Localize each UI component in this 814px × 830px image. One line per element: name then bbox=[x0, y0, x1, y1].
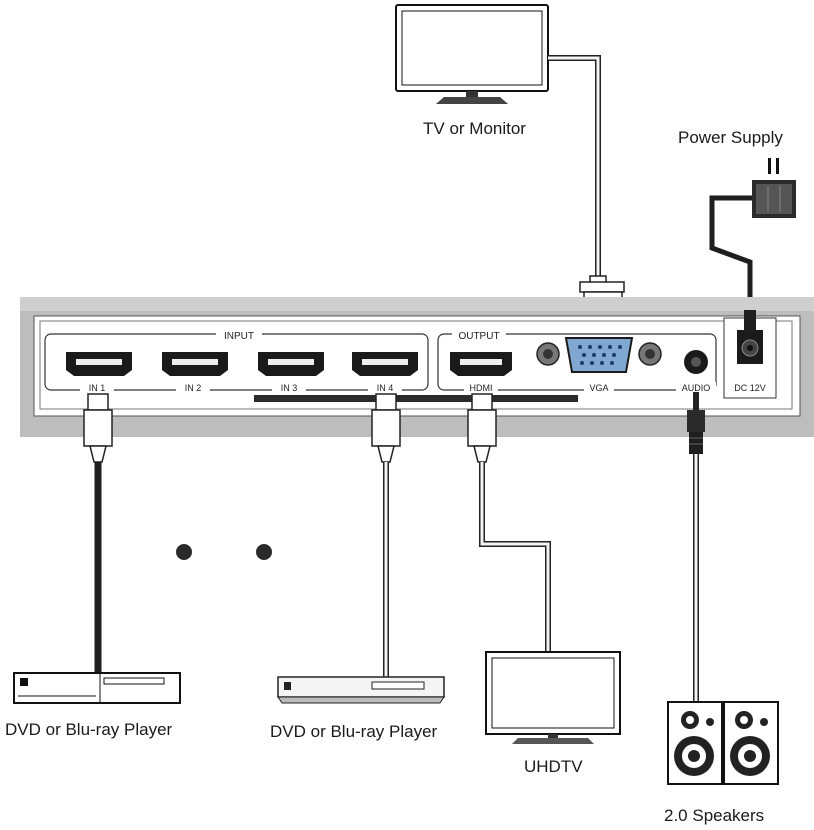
hdmi-in-4-port[interactable] bbox=[352, 352, 418, 376]
dvd-player-2-icon bbox=[277, 676, 445, 704]
vga-out-port[interactable] bbox=[536, 337, 662, 373]
vga-cable bbox=[548, 55, 625, 327]
tv-monitor-icon bbox=[395, 4, 549, 104]
uhdtv-label: UHDTV bbox=[524, 757, 583, 776]
uhdtv-icon bbox=[485, 651, 621, 744]
hdmi-out-port[interactable] bbox=[450, 352, 512, 376]
dc-12v-label: DC 12V bbox=[734, 383, 766, 393]
dvd-player-2-label: DVD or Blu-ray Player bbox=[270, 722, 438, 741]
panel-dot bbox=[256, 544, 272, 560]
hdmi-in-2-port[interactable] bbox=[162, 352, 228, 376]
speakers-label: 2.0 Speakers bbox=[664, 806, 765, 825]
panel-dot bbox=[176, 544, 192, 560]
vga-label: VGA bbox=[589, 383, 608, 393]
power-cable bbox=[709, 195, 753, 316]
audio-out-jack[interactable] bbox=[684, 350, 708, 374]
audio-plug bbox=[687, 392, 705, 454]
dvd-player-1-icon bbox=[13, 672, 181, 704]
audio-label: AUDIO bbox=[682, 383, 711, 393]
speaker-left-icon bbox=[667, 701, 723, 785]
hdmi-plug-in-4 bbox=[371, 393, 401, 463]
power-supply-label: Power Supply bbox=[678, 128, 783, 147]
output-group-label: OUTPUT bbox=[458, 331, 499, 342]
hdmi-out-label: HDMI bbox=[470, 383, 493, 393]
hdmi-in-3-port[interactable] bbox=[258, 352, 324, 376]
speaker-right-icon bbox=[723, 701, 779, 785]
tv-monitor-label: TV or Monitor bbox=[423, 119, 526, 138]
in-3-label: IN 3 bbox=[281, 383, 298, 393]
dvd-player-1-label: DVD or Blu-ray Player bbox=[5, 720, 173, 739]
in-2-label: IN 2 bbox=[185, 383, 202, 393]
in-1-label: IN 1 bbox=[89, 383, 106, 393]
power-adapter-icon bbox=[752, 158, 796, 218]
in-4-label: IN 4 bbox=[377, 383, 394, 393]
dc-power-jack[interactable] bbox=[737, 310, 763, 364]
hdmi-plug-in-1 bbox=[83, 393, 113, 463]
hdmi-in-1-port[interactable] bbox=[66, 352, 132, 376]
input-group-label: INPUT bbox=[224, 331, 254, 342]
hdmi-cable-out bbox=[479, 462, 551, 652]
hdmi-plug-out bbox=[467, 393, 497, 463]
